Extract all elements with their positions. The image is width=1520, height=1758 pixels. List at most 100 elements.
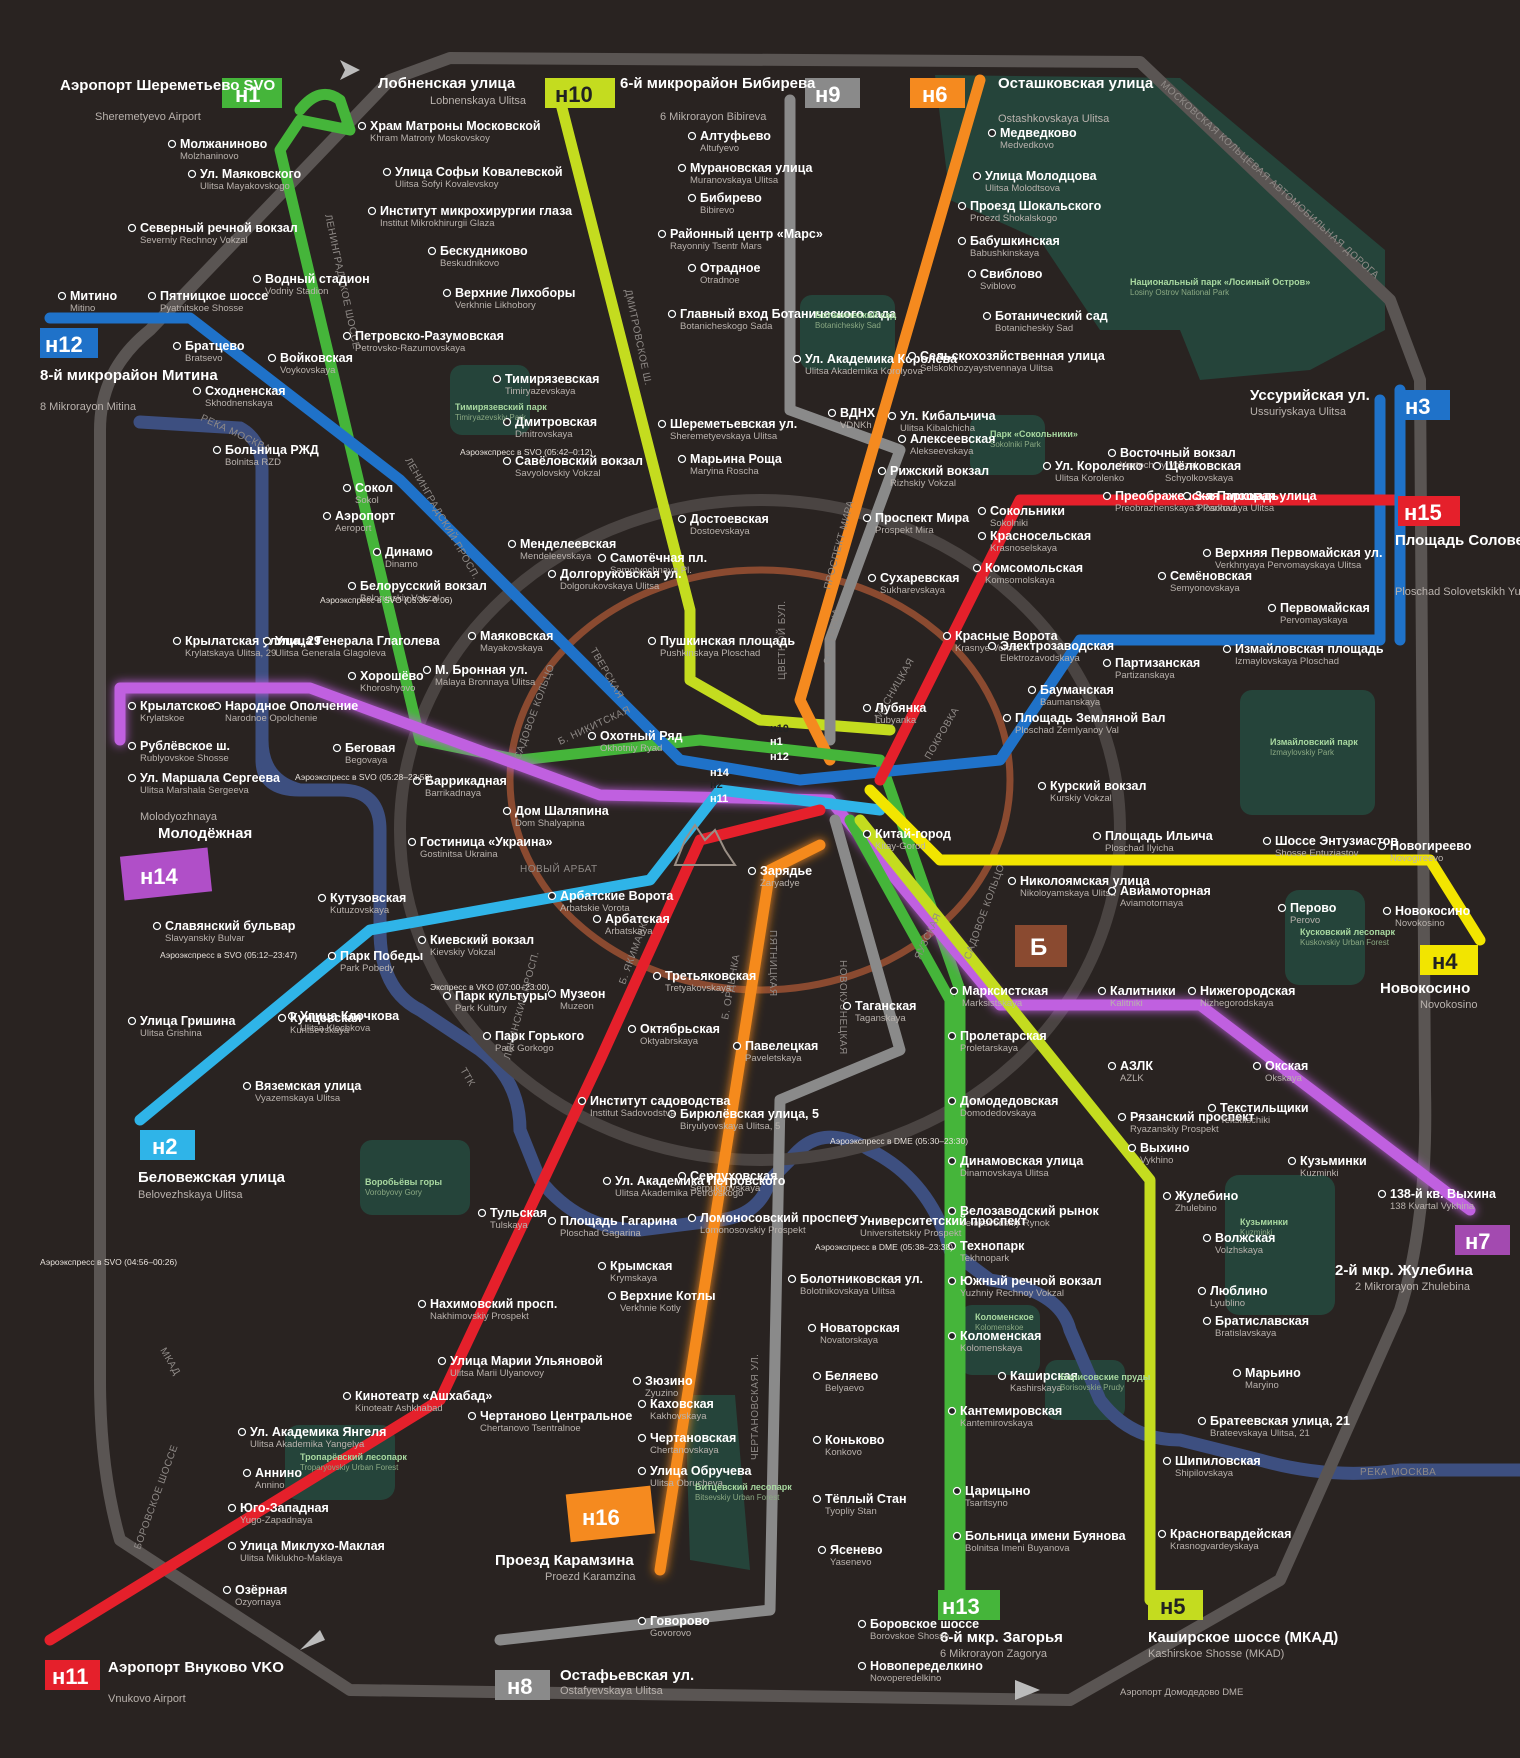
station[interactable]: Университетский проспектUniversitetskiy … <box>847 1214 1027 1239</box>
station[interactable]: Шереметьевская ул.Sheremetyevskaya Ulits… <box>657 417 798 442</box>
station[interactable]: Болотниковская ул.Bolotnikovskaya Ulitsa <box>787 1272 924 1297</box>
badge-n12[interactable]: н12 <box>40 328 98 358</box>
station[interactable]: Рублёвское ш.Rublyovskoe Shosse <box>127 739 230 764</box>
badge-n13[interactable]: н13 <box>938 1590 1000 1620</box>
station[interactable]: Долгоруковская ул.Dolgorukovskaya Ulitsa <box>547 567 682 592</box>
station[interactable]: М. Бронная ул.Malaya Bronnaya Ulitsa <box>422 663 537 688</box>
badge-n16[interactable]: н16 <box>565 1485 656 1543</box>
badge-n15[interactable]: н15 <box>1398 496 1460 526</box>
badge-n10[interactable]: н10 <box>545 78 615 108</box>
station[interactable]: Главный вход Ботанического садаBotaniche… <box>667 307 898 332</box>
badge-n2[interactable]: н2 <box>140 1130 195 1160</box>
station[interactable]: Сельскохозяйственная улицаSelskokhozyays… <box>907 349 1106 374</box>
badge-n14[interactable]: н14 <box>119 847 213 901</box>
station[interactable]: Нахимовский просп.Nakhimovskiy Prospekt <box>417 1297 558 1322</box>
badge-n1[interactable]: н1 <box>222 78 282 108</box>
station[interactable]: Самотёчная пл.Samotyochnaya Pl. <box>597 551 708 576</box>
badge-n6[interactable]: н6 <box>910 78 965 108</box>
badge-n9[interactable]: н9 <box>805 78 860 108</box>
